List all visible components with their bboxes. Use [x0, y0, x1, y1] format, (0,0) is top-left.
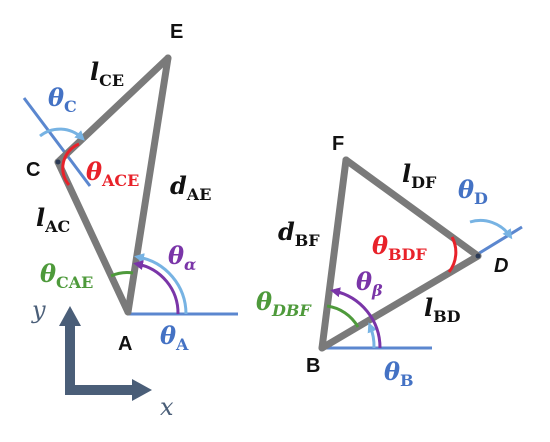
label-d-AE: dAE [170, 171, 211, 204]
label-theta-alpha: θα [168, 241, 196, 274]
link-FD [342, 156, 482, 260]
point-label-A: A [118, 333, 132, 355]
point-label-D: D [494, 255, 508, 277]
reference-line-C [22, 97, 92, 187]
label-l-BD: lBD [424, 293, 461, 326]
label-theta-CAE: θCAE [40, 259, 93, 292]
label-theta-C: θC [48, 83, 77, 116]
arc-theta-CAE [110, 271, 134, 278]
label-theta-A: θA [160, 321, 189, 354]
arc-theta-D [469, 218, 513, 240]
label-l-AC: lAC [36, 203, 70, 236]
x-axis-label: x [160, 393, 174, 421]
link-triangle-BFD [318, 156, 482, 352]
joint-C [55, 159, 61, 165]
arc-theta-A [134, 253, 188, 315]
arc-theta-B [367, 322, 377, 349]
label-l-CE: lCE [90, 57, 124, 90]
joint-D [475, 253, 481, 259]
arc-theta-beta [330, 287, 382, 349]
arc-theta-ACE [61, 142, 80, 186]
label-theta-B: θB [384, 357, 414, 390]
label-theta-BDF: θBDF [372, 231, 427, 264]
link-BF [318, 156, 350, 352]
label-theta-ACE: θACE [86, 157, 139, 190]
arc-theta-BDF [447, 236, 458, 273]
coordinate-axes: y x [31, 296, 174, 421]
arc-theta-C [39, 127, 85, 141]
arc-theta-DBF [326, 304, 360, 328]
y-axis-label: y [31, 296, 46, 324]
point-label-C: C [26, 159, 40, 181]
label-theta-beta: θβ [356, 267, 383, 300]
arc-theta-alpha [133, 260, 180, 315]
link-BD [318, 252, 482, 352]
label-theta-D: θD [458, 175, 488, 208]
label-d-BF: dBF [278, 217, 320, 250]
point-label-F: F [332, 133, 344, 155]
point-label-B: B [306, 355, 320, 377]
link-AC [54, 158, 132, 316]
label-l-DF: lDF [402, 159, 437, 192]
label-theta-DBF: θDBF [256, 287, 312, 320]
point-label-E: E [170, 21, 183, 43]
